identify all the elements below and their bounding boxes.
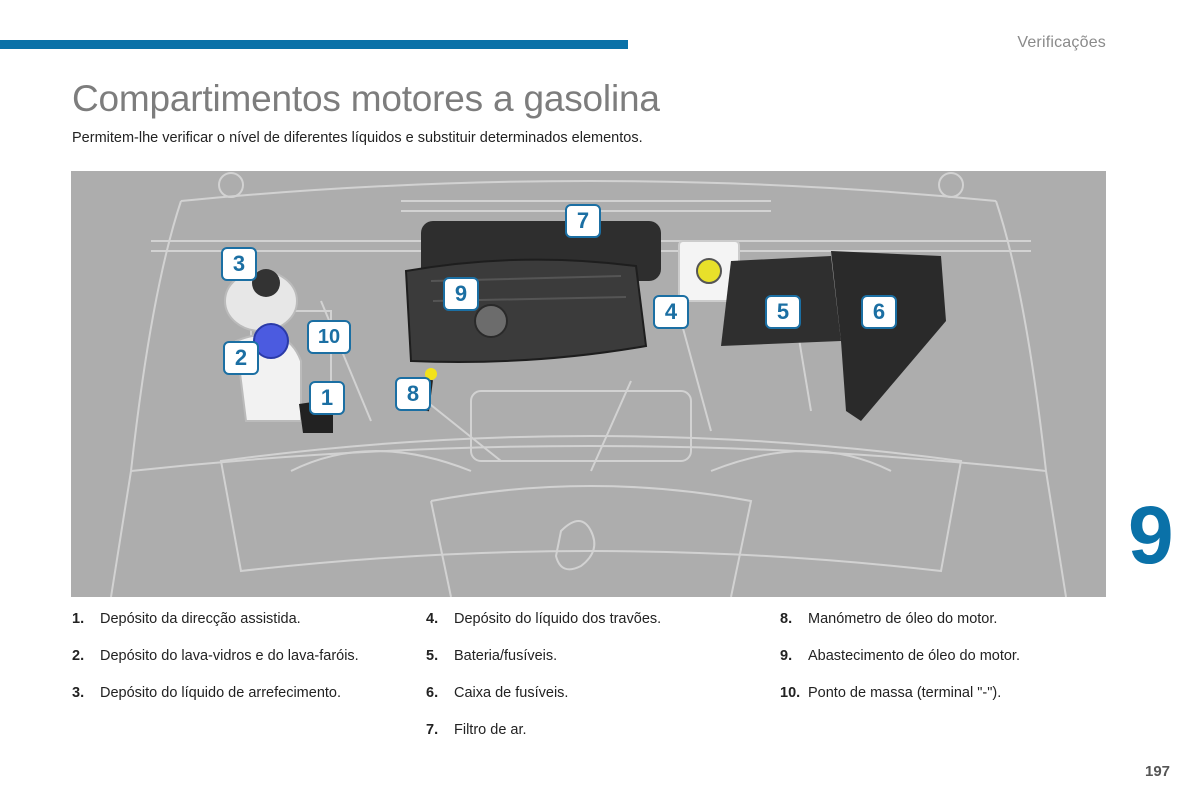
callout-7: 7 <box>565 204 601 238</box>
legend-number: 10. <box>780 685 801 701</box>
legend-text: Depósito do líquido de arrefecimento. <box>100 685 342 701</box>
legend-text: Depósito da direcção assistida. <box>100 611 301 627</box>
chapter-number: 9 <box>1128 490 1174 581</box>
legend-number: 4. <box>426 611 439 627</box>
legend-text: Filtro de ar. <box>454 722 527 738</box>
callout-10: 10 <box>307 320 351 354</box>
legend-text: Manómetro de óleo do motor. <box>808 611 998 627</box>
legend-text: Caixa de fusíveis. <box>454 685 569 701</box>
callout-5: 5 <box>765 295 801 329</box>
legend-column-3: 8. Manómetro de óleo do motor. 9. Abasteci… <box>780 610 1120 721</box>
legend-number: 2. <box>72 648 85 664</box>
legend-text: Abastecimento de óleo do motor. <box>808 648 1020 664</box>
section-label: Verificações <box>1017 34 1106 51</box>
callout-8: 8 <box>395 377 431 411</box>
legend-item: 4. Depósito do líquido dos travões. <box>426 610 766 647</box>
callout-4: 4 <box>653 295 689 329</box>
legend-number: 8. <box>780 611 793 627</box>
legend-item: 2. Depósito do lava-vidros e do lava-faró… <box>72 647 412 684</box>
intro-text: Permitem-lhe verificar o nível de difere… <box>72 130 643 146</box>
legend-item: 9. Abastecimento de óleo do motor. <box>780 647 1120 684</box>
engine-compartment-diagram: 1 2 3 4 5 6 7 8 9 10 <box>71 171 1106 597</box>
callout-9: 9 <box>443 277 479 311</box>
legend-item: 3. Depósito do líquido de arrefecimento. <box>72 684 412 721</box>
legend-item: 1. Depósito da direcção assistida. <box>72 610 412 647</box>
legend-number: 9. <box>780 648 793 664</box>
callout-2: 2 <box>223 341 259 375</box>
callout-1: 1 <box>309 381 345 415</box>
page-number: 197 <box>1145 763 1171 780</box>
legend-number: 1. <box>72 611 85 627</box>
callout-3: 3 <box>221 247 257 281</box>
legend-text: Depósito do líquido dos travões. <box>454 611 662 627</box>
legend-item: 5. Bateria/fusíveis. <box>426 647 766 684</box>
legend-item: 6. Caixa de fusíveis. <box>426 684 766 721</box>
legend-number: 6. <box>426 685 439 701</box>
legend-column-1: 1. Depósito da direcção assistida. 2. Depó… <box>72 610 412 721</box>
legend-number: 7. <box>426 722 439 738</box>
legend-number: 3. <box>72 685 85 701</box>
legend-number: 5. <box>426 648 439 664</box>
legend-item: 8. Manómetro de óleo do motor. <box>780 610 1120 647</box>
header-accent-bar <box>0 40 628 49</box>
callout-6: 6 <box>861 295 897 329</box>
page-title: Compartimentos motores a gasolina <box>72 78 660 119</box>
legend-text: Bateria/fusíveis. <box>454 648 558 664</box>
legend-text: Ponto de massa (terminal "-"). <box>808 685 1002 701</box>
legend-text: Depósito do lava-vidros e do lava-faróis… <box>100 648 359 664</box>
legend-item: 7. Filtro de ar. <box>426 721 766 758</box>
legend-item: 10. Ponto de massa (terminal "-"). <box>780 684 1120 721</box>
legend-column-2: 4. Depósito do líquido dos travões. 5. Bat… <box>426 610 766 758</box>
